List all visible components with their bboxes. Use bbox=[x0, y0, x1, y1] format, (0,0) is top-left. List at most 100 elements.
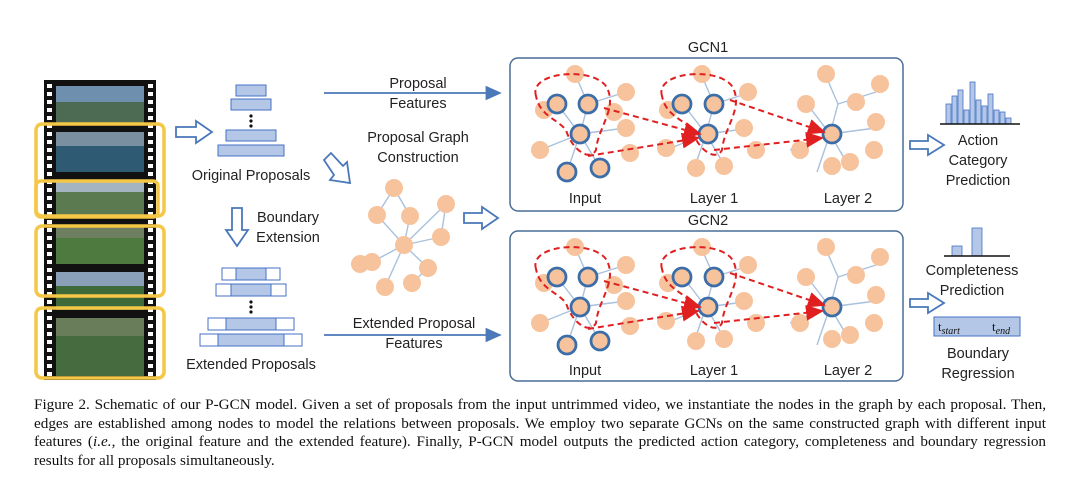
boundary-label-2: Regression bbox=[941, 366, 1014, 382]
graph-node bbox=[368, 206, 386, 224]
caption-ie: i.e. bbox=[93, 433, 112, 451]
gcn1-panel bbox=[509, 57, 904, 212]
gcn2-panel bbox=[509, 230, 904, 382]
extended-features-label-1: Extended Proposal bbox=[353, 316, 476, 332]
gcn-node bbox=[605, 276, 623, 294]
sprocket-hole bbox=[47, 132, 52, 136]
sprocket-hole bbox=[148, 252, 153, 256]
sprocket-hole bbox=[47, 172, 52, 176]
proposal-box-2 bbox=[34, 179, 160, 219]
proposal-features-label-1: Proposal bbox=[389, 76, 446, 92]
ellipsis-dots-2 bbox=[249, 300, 253, 314]
sprocket-hole bbox=[148, 116, 153, 120]
original-proposals-label: Original Proposals bbox=[192, 168, 310, 184]
sprocket-hole bbox=[47, 348, 52, 352]
gcn1-input-label: Input bbox=[569, 191, 601, 207]
sprocket-hole bbox=[148, 300, 153, 304]
graph-node bbox=[419, 259, 437, 277]
gcn-node bbox=[739, 83, 757, 101]
gcn-node bbox=[747, 314, 765, 332]
t-end-sub: end bbox=[996, 326, 1011, 337]
figure-caption: Figure 2. Schematic of our P-GCN model. … bbox=[34, 396, 1046, 470]
sprocket-hole bbox=[47, 284, 52, 288]
gcn-highlighted-node bbox=[546, 93, 568, 115]
sprocket-hole bbox=[47, 84, 52, 88]
gcn-highlighted-node bbox=[556, 334, 578, 356]
t-start-sub: start bbox=[942, 326, 961, 337]
sprocket-hole bbox=[47, 300, 52, 304]
gcn-node bbox=[823, 330, 841, 348]
sprocket-hole bbox=[148, 324, 153, 328]
gcn-node bbox=[739, 256, 757, 274]
frame-5 bbox=[56, 272, 144, 310]
propagation-arrow bbox=[729, 272, 826, 308]
graph-node bbox=[395, 236, 413, 254]
sprocket-hole bbox=[148, 172, 153, 176]
sprocket-hole bbox=[148, 308, 153, 312]
sprocket-hole bbox=[148, 100, 153, 104]
gcn-node bbox=[617, 292, 635, 310]
sprocket-hole bbox=[47, 220, 52, 224]
gcn-node bbox=[865, 314, 883, 332]
gcn-highlighted-node bbox=[569, 296, 591, 318]
gcn-highlighted-node bbox=[589, 330, 611, 352]
receptive-field-outline bbox=[534, 246, 611, 329]
diagonal-hollow-arrow-icon bbox=[322, 151, 352, 185]
action-histogram bbox=[945, 81, 1012, 125]
sprocket-hole bbox=[148, 156, 153, 160]
proposal-box-3 bbox=[34, 224, 166, 298]
gcn-node bbox=[531, 141, 549, 159]
extended-features-label-2: Features bbox=[385, 336, 442, 352]
sprocket-hole bbox=[148, 372, 153, 376]
sprocket-hole bbox=[47, 164, 52, 168]
sprocket-hole bbox=[47, 276, 52, 280]
sprocket-hole bbox=[148, 84, 153, 88]
gcn-highlighted-node bbox=[671, 93, 693, 115]
sprocket-hole bbox=[148, 316, 153, 320]
sprocket-hole bbox=[148, 340, 153, 344]
proposal-box-4 bbox=[34, 306, 166, 380]
gcn-node bbox=[871, 75, 889, 93]
propagation-arrow bbox=[729, 99, 826, 135]
graph-edge bbox=[403, 203, 447, 246]
propagation-arrow bbox=[603, 280, 702, 311]
sprocket-hole bbox=[47, 252, 52, 256]
action-label-3: Prediction bbox=[946, 173, 1010, 189]
completeness-bars bbox=[951, 227, 983, 257]
sprocket-hole bbox=[47, 260, 52, 264]
sprocket-hole bbox=[47, 196, 52, 200]
gcn-node bbox=[867, 286, 885, 304]
sprocket-hole bbox=[148, 204, 153, 208]
frame-1 bbox=[56, 86, 144, 124]
sprocket-hole bbox=[47, 100, 52, 104]
sprocket-hole bbox=[47, 340, 52, 344]
graph-node bbox=[437, 195, 455, 213]
gcn-node bbox=[621, 144, 639, 162]
propagation-arrow bbox=[713, 131, 824, 151]
propagation-arrow bbox=[587, 305, 700, 330]
sprocket-hole bbox=[47, 244, 52, 248]
graph-node bbox=[432, 228, 450, 246]
sprocket-hole bbox=[148, 260, 153, 264]
frame-2 bbox=[56, 132, 144, 172]
gcn2-layer1-label: Layer 1 bbox=[690, 363, 738, 379]
t-end-t: t bbox=[992, 319, 996, 334]
sprocket-hole bbox=[148, 132, 153, 136]
gcn-node bbox=[847, 266, 865, 284]
sprocket-hole bbox=[148, 188, 153, 192]
down-hollow-arrow-icon bbox=[224, 207, 250, 248]
gcn-node bbox=[841, 153, 859, 171]
sprocket-hole bbox=[47, 364, 52, 368]
gcn-node bbox=[617, 119, 635, 137]
caption-line-3b: , the original feature and the extended … bbox=[111, 433, 609, 451]
sprocket-hole bbox=[47, 116, 52, 120]
gcn-highlighted-node bbox=[589, 157, 611, 179]
frame-6 bbox=[56, 318, 144, 376]
sprocket-hole bbox=[47, 148, 52, 152]
sprocket-hole bbox=[148, 244, 153, 248]
sprocket-hole bbox=[148, 276, 153, 280]
gcn-node bbox=[797, 95, 815, 113]
sprocket-hole bbox=[47, 292, 52, 296]
sprocket-hole bbox=[47, 332, 52, 336]
sprocket-hole bbox=[148, 284, 153, 288]
